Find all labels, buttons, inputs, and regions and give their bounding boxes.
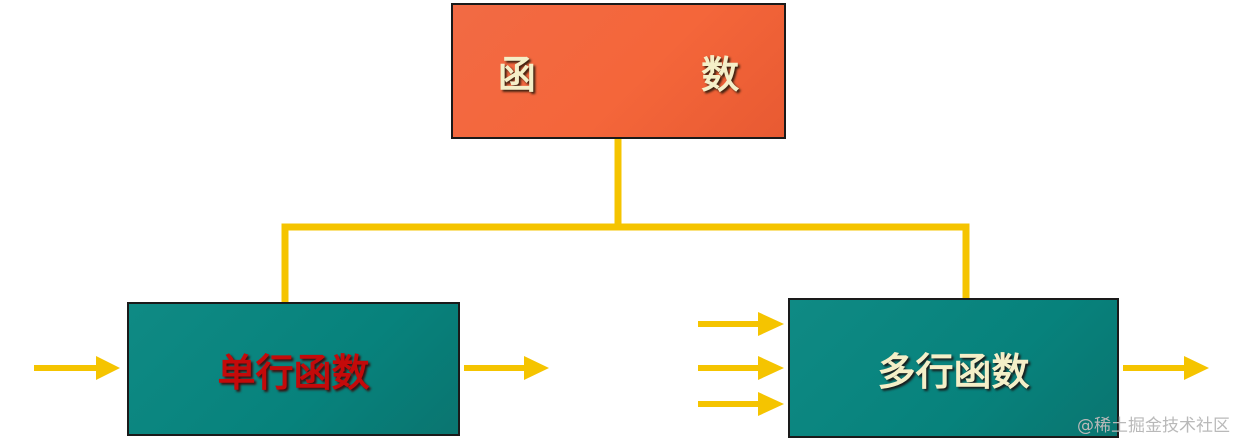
multi-row-input-arrow-2 <box>698 356 784 380</box>
watermark-text: @稀土掘金技术社区 <box>1077 416 1230 436</box>
multi-row-output-arrow <box>1123 356 1209 380</box>
root-node-functions: 函 数 <box>451 3 786 139</box>
multi-row-input-arrow-1 <box>698 312 784 336</box>
multi-row-input-arrow-3 <box>698 392 784 416</box>
tree-connector <box>281 135 970 306</box>
single-row-input-arrow <box>34 356 120 380</box>
multi-row-label: 多行函数 <box>877 348 1030 394</box>
single-row-label: 单行函数 <box>217 349 370 395</box>
root-node-label: 函 数 <box>497 51 816 97</box>
node-single-row-functions: 单行函数 <box>127 302 460 436</box>
single-row-output-arrow <box>464 356 549 380</box>
node-multi-row-functions: 多行函数 <box>788 298 1119 438</box>
